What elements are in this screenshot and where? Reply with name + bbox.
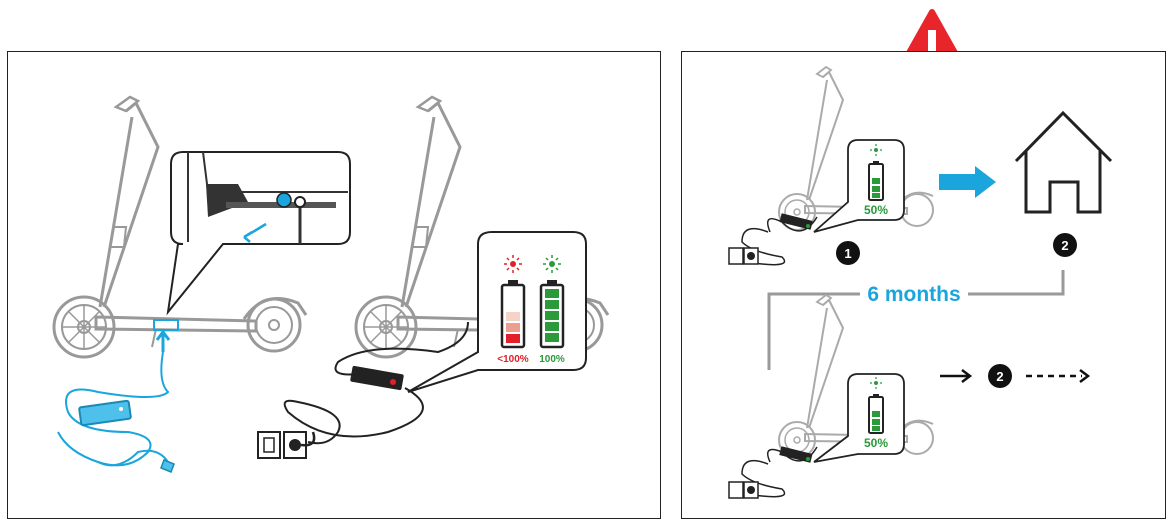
move-to-storage-arrow-icon (939, 166, 996, 198)
green-led-icon (543, 255, 561, 273)
step-2-badge (1053, 233, 1077, 257)
open-cover-arrow-icon (243, 222, 267, 243)
plug-in-arrow-icon (155, 329, 171, 352)
battery-callout (407, 231, 587, 393)
battery-full-label: 100% (539, 354, 565, 365)
charger-cable-dark (334, 321, 469, 376)
wall-socket-icon (728, 481, 759, 499)
battery-low-label: <100% (497, 354, 529, 365)
charging-illustration: <100% 100% (52, 95, 610, 473)
zoom-callout (166, 151, 351, 316)
charger-brick-dark (350, 365, 404, 391)
wall-plug-icon (160, 459, 175, 473)
wall-socket-icon (728, 247, 759, 265)
charger-red-led-icon (390, 379, 396, 385)
charger-brick-bottom (779, 446, 813, 463)
house-icon (1014, 110, 1113, 214)
interval-connector-line (767, 270, 1065, 370)
step-1-badge (836, 241, 860, 265)
charger-brick-top (779, 213, 813, 230)
battery-full-icon (539, 280, 565, 349)
battery-half-icon (868, 161, 884, 201)
step-2-number-bottom: 2 (996, 369, 1003, 384)
charging-instructions-panel: <100% 100% (7, 51, 661, 519)
battery-half-icon (868, 394, 884, 434)
step-2-badge-bottom (988, 364, 1012, 388)
step-2-number: 2 (1061, 238, 1068, 253)
green-led-icon (870, 144, 882, 156)
charger-brick (78, 399, 132, 427)
green-led-icon (870, 377, 882, 389)
storage-illustration: 50% 1 2 6 months (728, 66, 1113, 499)
battery-low-icon (500, 280, 526, 349)
port-cover-icon (276, 192, 292, 208)
battery-top-label: 50% (864, 203, 888, 217)
arrow-right-icon (940, 369, 973, 383)
battery-callout-top (813, 139, 905, 233)
battery-bottom-label: 50% (864, 436, 888, 450)
interval-label: 6 months (867, 283, 960, 306)
wall-socket-icon (257, 431, 316, 459)
step-1-number: 1 (844, 246, 851, 261)
red-led-icon (504, 255, 522, 273)
battery-callout-bottom (813, 373, 905, 463)
charge-port-marker (153, 319, 179, 331)
storage-instructions-panel: 50% 1 2 6 months (681, 51, 1166, 519)
